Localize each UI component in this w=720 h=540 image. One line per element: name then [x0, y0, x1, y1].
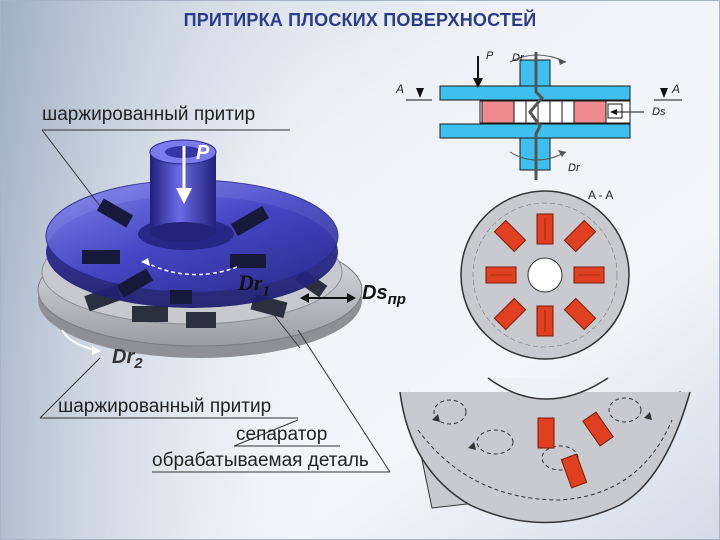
flow-segment [0, 0, 720, 540]
